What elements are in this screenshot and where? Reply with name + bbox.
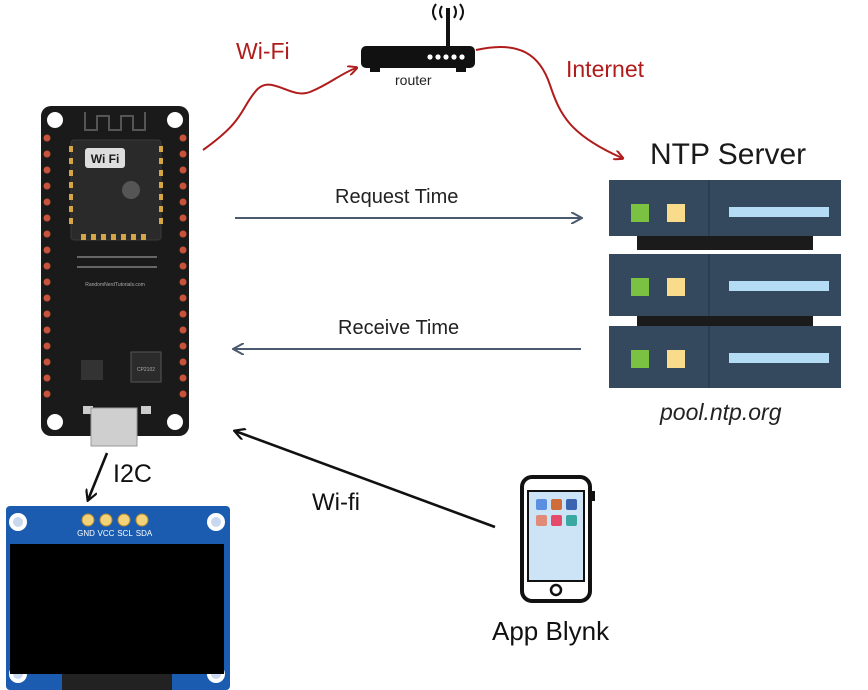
- ntp-server-icon: [609, 180, 841, 388]
- pin-label: SCL: [117, 529, 133, 538]
- pool-ntp-label: pool.ntp.org: [660, 399, 782, 425]
- smartphone-icon: [520, 475, 595, 603]
- board-website: RandomNerdTutorials.com: [85, 282, 145, 288]
- pin-label: VCC: [98, 529, 115, 538]
- internet-label: Internet: [566, 56, 644, 82]
- receive-time-label: Receive Time: [338, 317, 460, 339]
- pin-label: GND: [77, 529, 95, 538]
- esp32-board: Wi Fi RandomNerdTutorials.com CP2102: [41, 106, 189, 447]
- ntp-server-title: NTP Server: [650, 138, 807, 171]
- internet-link-router-server: [475, 45, 622, 158]
- wifi-label-top: Wi-Fi: [236, 38, 290, 64]
- router-label: router: [395, 72, 432, 88]
- router-icon: [361, 3, 475, 72]
- i2c-arrow: [88, 452, 109, 500]
- oled-display: GND VCC SCL SDA: [6, 506, 230, 690]
- wifi-link-board-router: [202, 68, 356, 151]
- wifi-label-phone: Wi-fi: [312, 489, 360, 516]
- request-time-label: Request Time: [335, 186, 459, 208]
- pin-label: SDA: [136, 529, 153, 538]
- board-chip-label: CP2102: [137, 367, 155, 373]
- app-blynk-label: App Blynk: [492, 616, 610, 646]
- i2c-label: I2C: [113, 460, 152, 488]
- wifi-logo: Wi Fi: [91, 152, 120, 166]
- wifi-phone-arrow: [235, 431, 496, 529]
